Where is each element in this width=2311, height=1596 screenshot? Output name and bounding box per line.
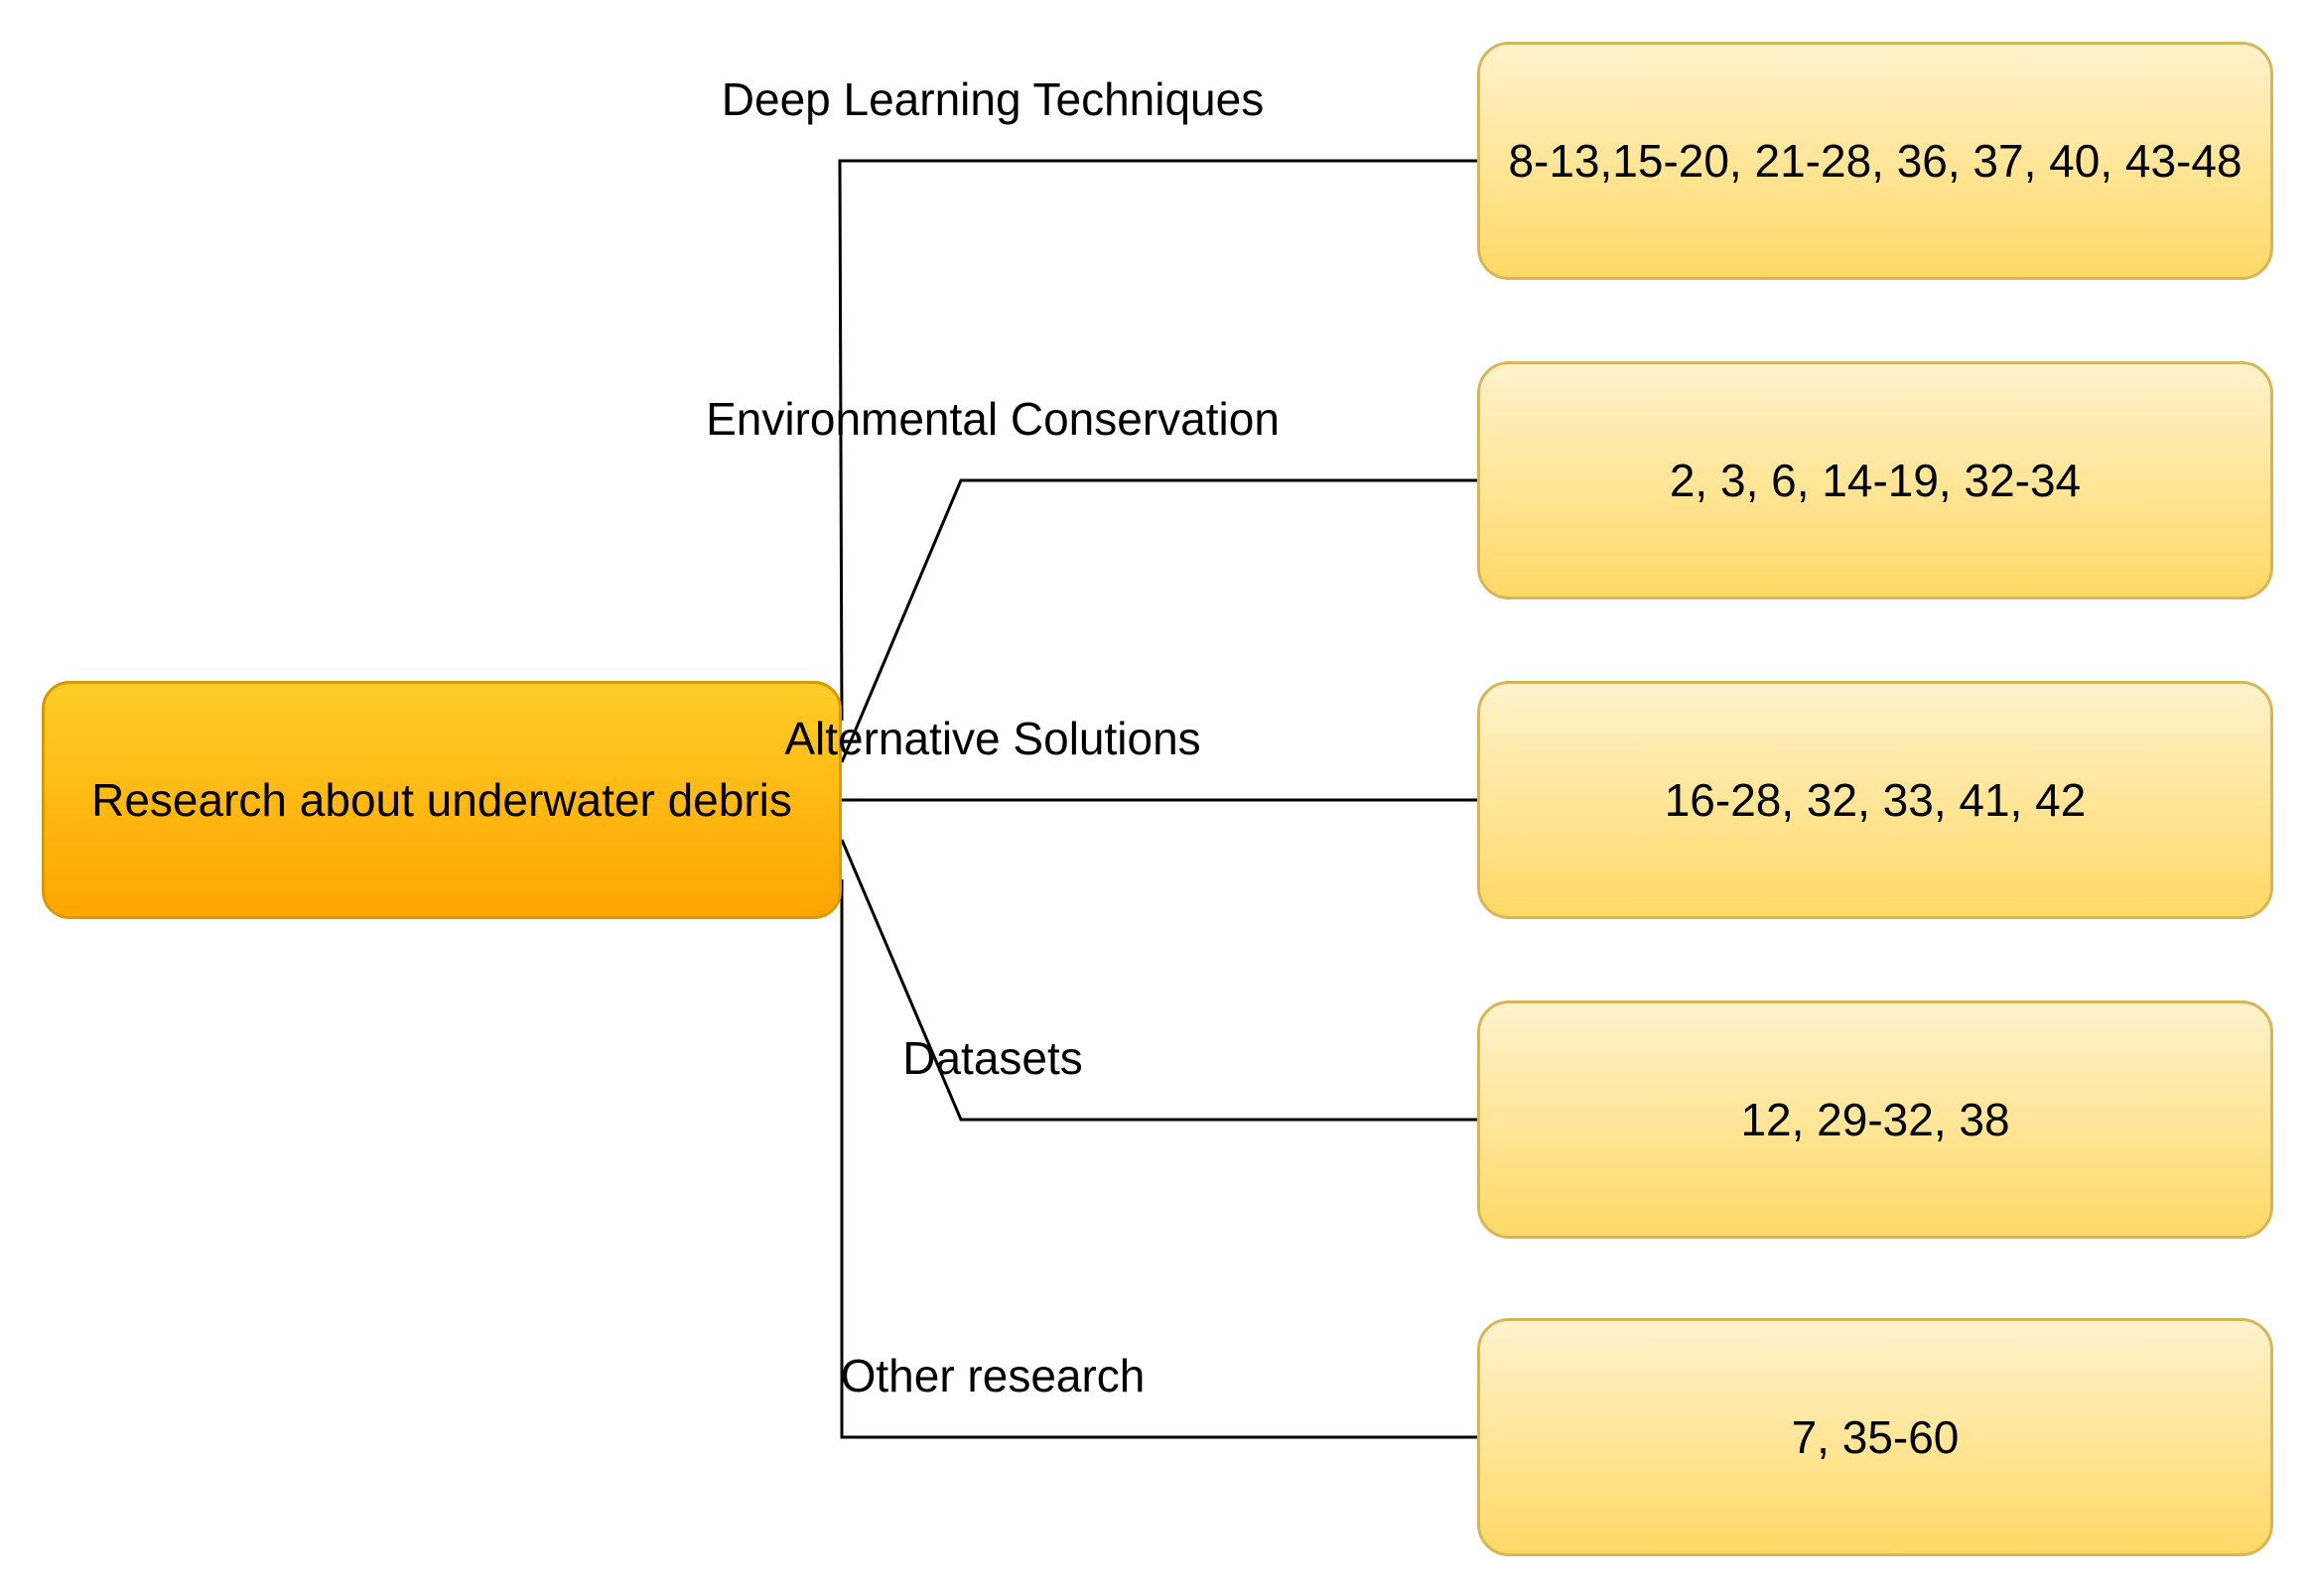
leaf-node-text: 12, 29-32, 38 <box>1740 1094 2010 1145</box>
leaf-node-text: 7, 35-60 <box>1791 1411 1960 1463</box>
root-node[interactable]: Research about underwater debris <box>42 681 842 919</box>
edge-label-deep-learning: Deep Learning Techniques <box>721 73 1265 125</box>
leaf-node-environmental-conservation[interactable]: 2, 3, 6, 14-19, 32-34 <box>1477 361 2273 599</box>
leaf-node-deep-learning[interactable]: 8-13,15-20, 21-28, 36, 37, 40, 43-48 <box>1477 42 2273 280</box>
leaf-node-text: 8-13,15-20, 21-28, 36, 37, 40, 43-48 <box>1508 135 2243 187</box>
connector-other-research <box>840 879 1477 1439</box>
edge-label-alternative-solutions: Alternative Solutions <box>784 713 1201 764</box>
connector-deep-learning <box>838 159 1477 722</box>
leaf-node-other-research[interactable]: 7, 35-60 <box>1477 1318 2273 1556</box>
connector-datasets <box>840 839 1477 1122</box>
edge-label-datasets: Datasets <box>902 1032 1083 1084</box>
leaf-node-text: 16-28, 32, 33, 41, 42 <box>1664 774 2087 826</box>
edge-label-other-research: Other research <box>840 1350 1146 1401</box>
leaf-node-text: 2, 3, 6, 14-19, 32-34 <box>1669 455 2082 506</box>
edge-label-environmental-conservation: Environmental Conservation <box>706 393 1280 445</box>
root-node-label: Research about underwater debris <box>91 774 792 826</box>
leaf-node-datasets[interactable]: 12, 29-32, 38 <box>1477 1000 2273 1239</box>
leaf-node-alternative-solutions[interactable]: 16-28, 32, 33, 41, 42 <box>1477 681 2273 919</box>
connector-environmental-conservation <box>840 478 1477 763</box>
